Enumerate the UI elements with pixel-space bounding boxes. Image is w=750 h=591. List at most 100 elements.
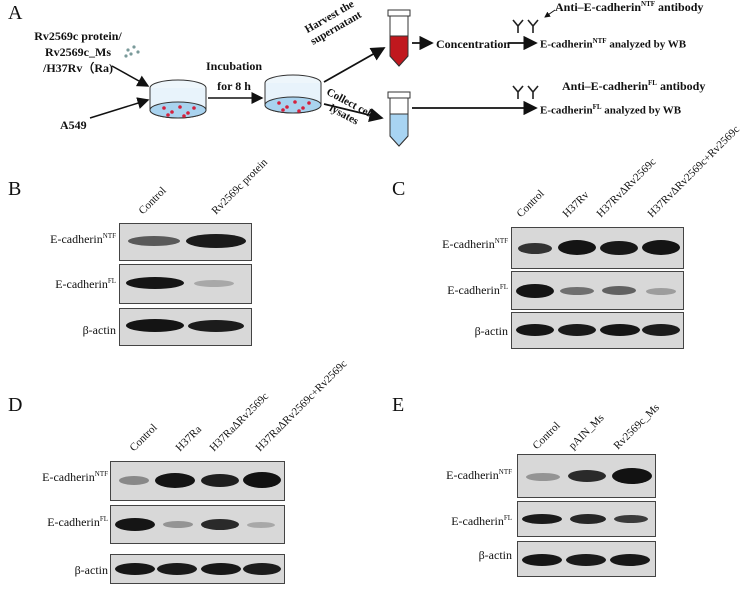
panel-d-label-fl: E-cadherinFL (24, 515, 108, 530)
incubation-label: Incubation for 8 h (204, 56, 264, 96)
antibody-fl-text: Anti–E-cadherin (562, 79, 649, 93)
panel-d-blot-ntf (110, 461, 285, 501)
cell-line-label: A549 (60, 118, 87, 132)
arrow-treatment (111, 65, 150, 87)
band (558, 240, 596, 255)
band (612, 468, 652, 484)
band (526, 473, 560, 481)
panel-c-ntf-text: E-cadherin (442, 237, 495, 251)
panel-b-label-ntf: E-cadherinNTF (44, 232, 116, 247)
band (201, 474, 239, 487)
panel-d-label-ntf: E-cadherinNTF (24, 470, 108, 485)
concentration-label: Concentration (436, 37, 510, 51)
panel-b-ntf-text: E-cadherin (50, 232, 103, 246)
panel-b-blot-ntf (119, 223, 252, 261)
panel-d-fl-text: E-cadherin (47, 515, 100, 529)
panel-a-letter: A (8, 2, 23, 24)
panel-b-letter: B (8, 178, 22, 200)
band (243, 563, 281, 575)
panel-c-letter: C (392, 178, 406, 200)
band (522, 514, 562, 524)
panel-e-letter: E (392, 394, 405, 416)
panel-e-lane-rv2569c: Rv2569c_Ms (611, 401, 662, 452)
band (522, 554, 562, 566)
tube-supernatant (387, 9, 411, 67)
wb-fl-tail: analyzed by WB (601, 104, 682, 117)
band (570, 514, 606, 524)
panel-d-blot-actin (110, 554, 285, 584)
antibody-fl-sup: FL (648, 79, 657, 87)
wb-ntf-label: E-cadherinNTF analyzed by WB (540, 37, 686, 51)
incubation-line-2: for 8 h (217, 79, 251, 93)
wb-ntf-text: E-cadherin (540, 38, 593, 51)
arrow-collect (323, 103, 384, 123)
panel-d-blot-fl (110, 505, 285, 544)
band (157, 563, 197, 575)
panel-b-blot-actin (119, 308, 252, 346)
panel-c-fl-text: E-cadherin (447, 283, 500, 297)
panel-e-label-ntf: E-cadherinNTF (424, 468, 512, 483)
band (642, 324, 680, 336)
tube-lysate (387, 91, 411, 147)
panel-c-label-ntf: E-cadherinNTF (424, 237, 508, 252)
treatment-line-1: Rv2569c protein/ (34, 29, 122, 43)
band (518, 243, 552, 254)
panel-e-blot-fl (517, 501, 656, 537)
wb-ntf-sup: NTF (592, 37, 607, 45)
panel-c-label-actin: β-actin (474, 324, 508, 338)
panel-b-ntf-sup: NTF (102, 232, 116, 240)
band (566, 554, 606, 566)
panel-d-label-actin: β-actin (74, 563, 108, 577)
band (119, 476, 149, 485)
band (560, 287, 594, 295)
treatment-line-3: /H37Rv（Ra) (43, 61, 113, 75)
panel-e-ntf-text: E-cadherin (446, 468, 499, 482)
wb-fl-text: E-cadherin (540, 104, 593, 117)
wb-fl-sup: FL (592, 103, 602, 111)
panel-e-blot-actin (517, 541, 656, 577)
panel-c-fl-sup: FL (499, 283, 508, 291)
panel-d-lane-control: Control (127, 421, 160, 454)
protein-particles (124, 45, 140, 58)
antibody-fl-tail: antibody (656, 79, 706, 93)
band (247, 522, 275, 528)
band (558, 324, 596, 336)
panel-d-lane-comp: H37RaΔRv2569c+Rv2569c (253, 357, 350, 454)
band (614, 515, 648, 523)
band (115, 518, 155, 531)
band (163, 521, 193, 528)
panel-e-fl-sup: FL (503, 514, 512, 522)
antibody-ntf-icon (512, 19, 539, 33)
band (201, 519, 239, 530)
band (642, 240, 680, 255)
band (516, 324, 554, 336)
antibody-ntf-tail: antibody (655, 0, 704, 14)
antibody-fl-label: Anti–E-cadherinFL antibody (562, 79, 705, 94)
band (188, 320, 244, 332)
panel-e-label-actin: β-actin (478, 548, 512, 562)
panel-b-fl-sup: FL (107, 277, 116, 285)
antibody-ntf-pointer (544, 9, 556, 18)
band (194, 280, 234, 287)
panel-b-label-fl: E-cadherinFL (44, 277, 116, 292)
panel-e-ntf-sup: NTF (498, 468, 512, 476)
wb-fl-label: E-cadherinFL analyzed by WB (540, 103, 681, 117)
antibody-ntf-sup: NTF (641, 0, 656, 8)
panel-d-ntf-sup: NTF (94, 470, 108, 478)
treatment-label: Rv2569c protein/ Rv2569c_Ms /H37Rv（Ra) (18, 28, 138, 76)
panel-b-lane-control: Control (136, 184, 169, 217)
arrow-harvest (323, 47, 386, 83)
panel-c-blot-ntf (511, 227, 684, 269)
band (186, 234, 246, 248)
band (646, 288, 676, 295)
panel-d-lane-h37ra: H37Ra (173, 423, 205, 454)
panel-b-lane-rv2569c: Rv2569c protein (209, 156, 271, 217)
panel-c-blot-fl (511, 271, 684, 310)
panel-c-ntf-sup: NTF (494, 237, 508, 245)
workflow-diagram (89, 9, 556, 147)
band (610, 554, 650, 566)
panel-e-label-fl: E-cadherinFL (424, 514, 512, 529)
band (243, 472, 281, 488)
band (115, 563, 155, 575)
incubation-line-1: Incubation (205, 59, 263, 73)
